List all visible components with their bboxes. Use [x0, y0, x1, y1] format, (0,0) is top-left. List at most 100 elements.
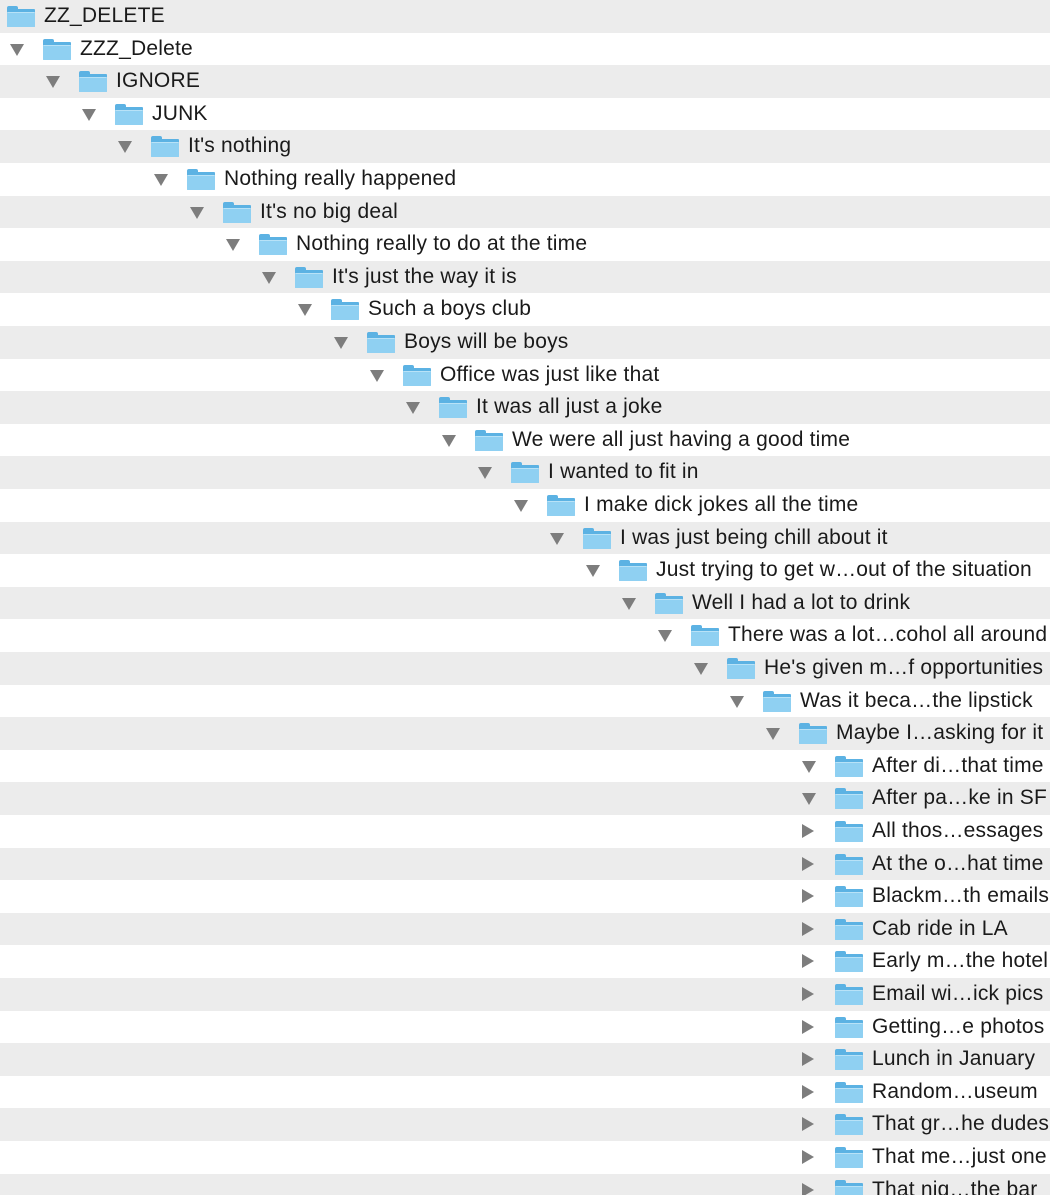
folder-name: At the o…hat time: [872, 851, 1044, 875]
tree-row[interactable]: Getting…e photos: [0, 1010, 1050, 1044]
tree-row[interactable]: Lunch in January: [0, 1043, 1050, 1076]
tree-row[interactable]: After pa…ke in SF: [0, 782, 1050, 815]
folder-icon: [439, 397, 467, 419]
disclosure-open-icon[interactable]: [154, 174, 168, 186]
folder-icon: [691, 625, 719, 647]
tree-row[interactable]: I make dick jokes all the time: [0, 489, 1050, 522]
disclosure-open-icon[interactable]: [370, 369, 384, 382]
disclosure-closed-icon[interactable]: [802, 1052, 814, 1067]
tree-row[interactable]: Was it beca…the lipstick: [0, 684, 1050, 718]
disclosure-open-icon[interactable]: [514, 500, 528, 512]
folder-name: I wanted to fit in: [548, 460, 699, 484]
tree-row[interactable]: There was a lot…cohol all around: [0, 619, 1050, 652]
tree-row[interactable]: ZZ_DELETE: [0, 0, 1050, 33]
tree-row[interactable]: Blackm…th emails: [0, 880, 1050, 913]
tree-row[interactable]: He's given m…f opportunities: [0, 652, 1050, 685]
folder-name: After di…that time: [872, 753, 1044, 777]
tree-row[interactable]: I wanted to fit in: [0, 456, 1050, 489]
disclosure-open-icon[interactable]: [262, 271, 276, 284]
tree-row[interactable]: Cab ride in LA: [0, 912, 1050, 946]
disclosure-open-icon[interactable]: [694, 663, 708, 675]
tree-row[interactable]: Maybe I…asking for it: [0, 717, 1050, 750]
disclosure-open-icon[interactable]: [622, 597, 636, 610]
tree-row[interactable]: It's no big deal: [0, 195, 1050, 229]
tree-row[interactable]: Well I had a lot to drink: [0, 586, 1050, 620]
disclosure-open-icon[interactable]: [298, 304, 312, 317]
disclosure-closed-icon[interactable]: [802, 1117, 814, 1132]
tree-row[interactable]: Early m…the hotel: [0, 945, 1050, 978]
disclosure-open-icon[interactable]: [442, 434, 456, 447]
tree-row[interactable]: Nothing really happened: [0, 163, 1050, 196]
tree-row[interactable]: That gr…he dudes: [0, 1108, 1050, 1141]
tree-row[interactable]: That nig…the bar: [0, 1173, 1050, 1195]
disclosure-open-icon[interactable]: [658, 630, 672, 643]
disclosure-open-icon[interactable]: [766, 728, 780, 741]
folder-name: Nothing really happened: [224, 167, 457, 190]
tree-row[interactable]: I was just being chill about it: [0, 521, 1050, 555]
tree-row[interactable]: JUNK: [0, 97, 1050, 131]
folder-name: ZZZ_Delete: [80, 36, 193, 60]
tree-row[interactable]: IGNORE: [0, 65, 1050, 98]
disclosure-open-icon[interactable]: [118, 141, 132, 154]
tree-row[interactable]: It's nothing: [0, 130, 1050, 163]
folder-icon: [835, 821, 863, 842]
folder-icon: [835, 951, 863, 973]
folder-name: All thos…essages: [872, 819, 1044, 842]
disclosure-open-icon[interactable]: [190, 206, 204, 219]
disclosure-closed-icon[interactable]: [802, 1084, 814, 1099]
disclosure-closed-icon[interactable]: [802, 889, 814, 904]
tree-row[interactable]: After di…that time: [0, 749, 1050, 783]
tree-row[interactable]: ZZZ_Delete: [0, 32, 1050, 66]
folder-icon: [151, 136, 179, 158]
disclosure-open-icon[interactable]: [586, 565, 600, 578]
disclosure-open-icon[interactable]: [802, 760, 816, 773]
folder-icon: [259, 234, 287, 256]
disclosure-open-icon[interactable]: [802, 793, 816, 806]
folder-name: Nothing really to do at the time: [296, 232, 588, 256]
folder-name: Boys will be boys: [404, 330, 569, 353]
folder-icon: [835, 1147, 863, 1168]
tree-row[interactable]: That me…just one: [0, 1141, 1050, 1174]
folder-name: Maybe I…asking for it: [836, 721, 1044, 745]
tree-row[interactable]: Email wi…ick pics: [0, 978, 1050, 1011]
tree-row[interactable]: Random…useum: [0, 1075, 1050, 1109]
disclosure-open-icon[interactable]: [46, 76, 60, 89]
folder-name: Office was just like that: [440, 362, 660, 386]
tree-row[interactable]: At the o…hat time: [0, 847, 1050, 881]
folder-name: Cab ride in LA: [872, 916, 1008, 940]
tree-row[interactable]: Such a boys club: [0, 293, 1050, 326]
disclosure-closed-icon[interactable]: [802, 1182, 814, 1195]
folder-icon: [295, 266, 323, 288]
disclosure-open-icon[interactable]: [550, 532, 564, 545]
tree-row[interactable]: Nothing really to do at the time: [0, 228, 1050, 261]
disclosure-open-icon[interactable]: [406, 402, 420, 415]
disclosure-closed-icon[interactable]: [802, 856, 814, 871]
disclosure-open-icon[interactable]: [82, 108, 96, 121]
disclosure-closed-icon[interactable]: [802, 1150, 814, 1164]
disclosure-open-icon[interactable]: [10, 43, 24, 56]
tree-row[interactable]: Office was just like that: [0, 358, 1050, 392]
tree-row[interactable]: Just trying to get w…out of the situatio…: [0, 554, 1050, 587]
disclosure-closed-icon[interactable]: [802, 954, 814, 969]
disclosure-closed-icon[interactable]: [802, 1019, 814, 1034]
tree-row[interactable]: All thos…essages: [0, 815, 1050, 848]
disclosure-closed-icon[interactable]: [802, 987, 814, 1001]
folder-icon: [835, 1049, 863, 1071]
folder-name: It's nothing: [188, 134, 292, 158]
disclosure-open-icon[interactable]: [730, 695, 744, 708]
disclosure-open-icon[interactable]: [478, 467, 492, 480]
folder-name: It's no big deal: [260, 199, 398, 223]
disclosure-closed-icon[interactable]: [802, 921, 814, 936]
disclosure-open-icon[interactable]: [226, 239, 240, 252]
tree-row[interactable]: Boys will be boys: [0, 326, 1050, 359]
tree-row[interactable]: It's just the way it is: [0, 260, 1050, 294]
folder-name: I make dick jokes all the time: [584, 493, 859, 516]
disclosure-closed-icon[interactable]: [802, 824, 814, 838]
tree-row[interactable]: It was all just a joke: [0, 391, 1050, 424]
folder-icon: [835, 1179, 863, 1195]
disclosure-open-icon[interactable]: [334, 337, 348, 349]
folder-icon: [835, 1081, 863, 1103]
tree-row[interactable]: We were all just having a good time: [0, 423, 1050, 457]
folder-name: Was it beca…the lipstick: [800, 688, 1033, 712]
folder-icon: [655, 592, 683, 614]
